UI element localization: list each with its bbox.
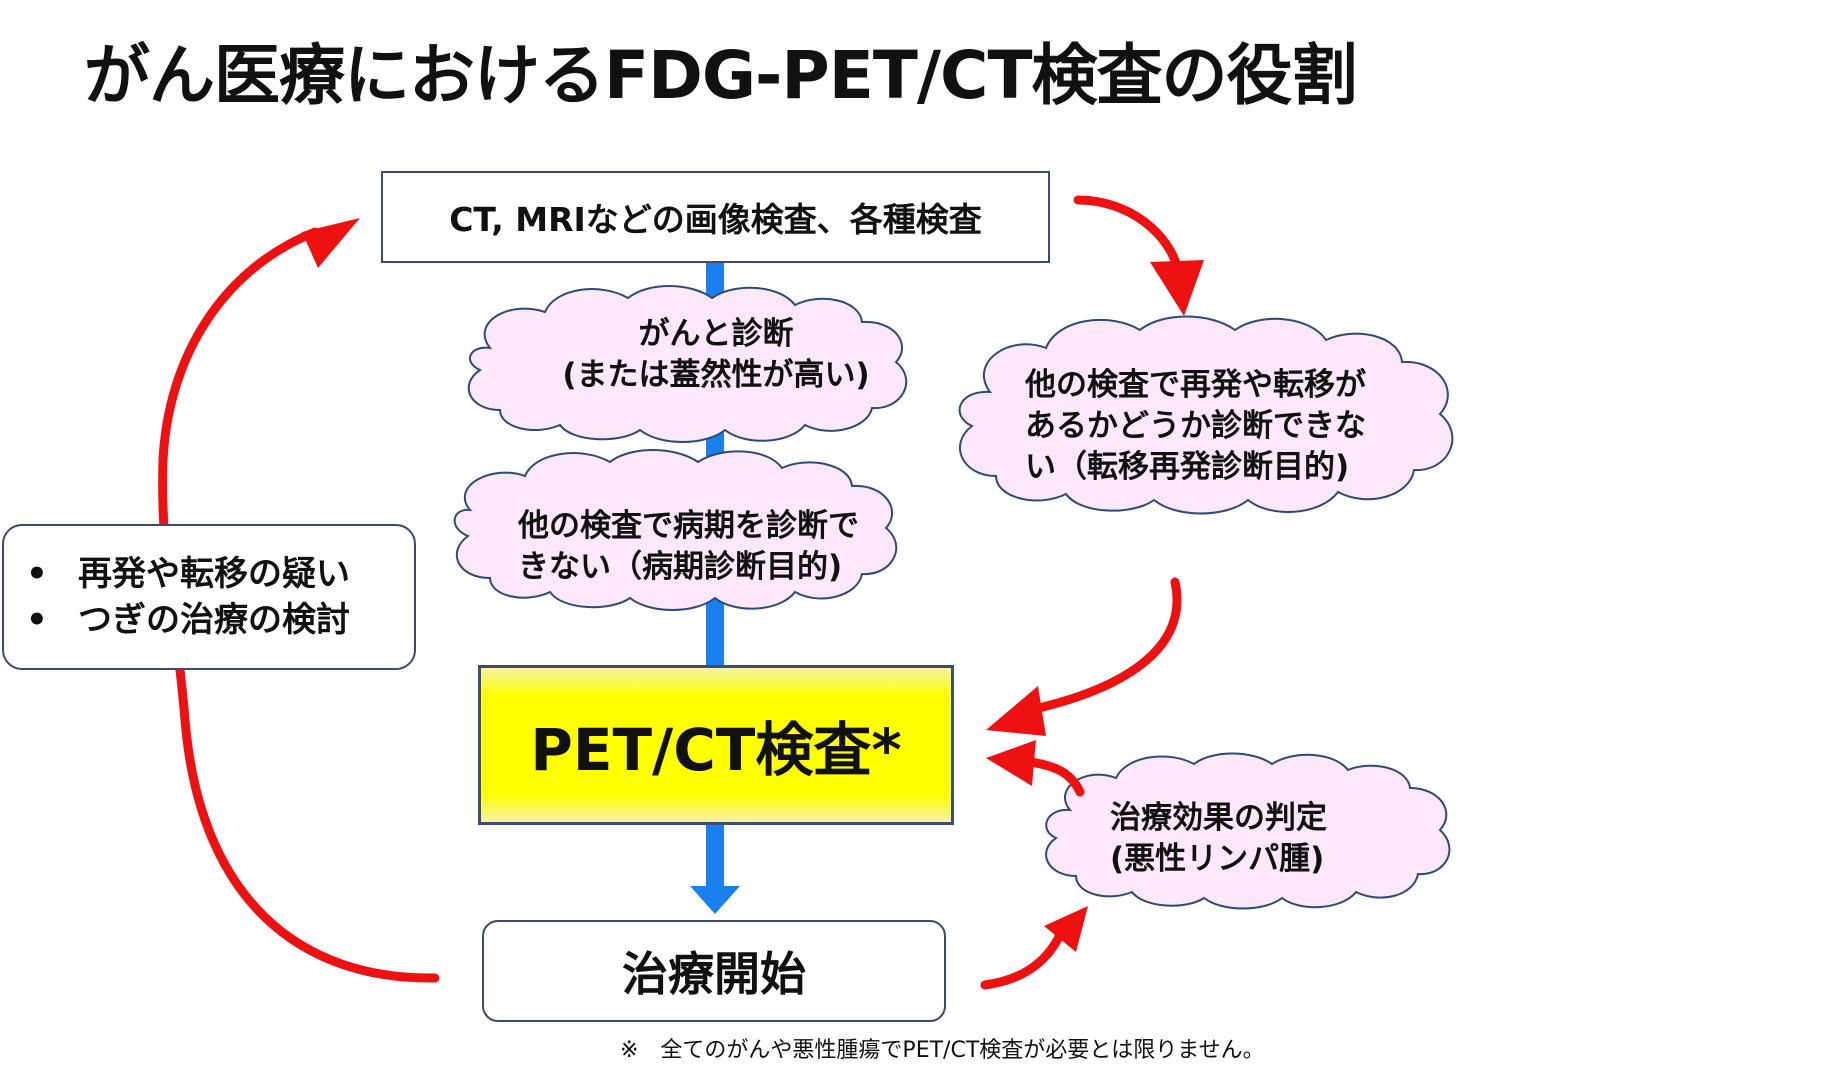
cloud-diagnosis: [467, 285, 908, 443]
arrow-recurrence-to-pet: [1025, 577, 1182, 715]
list-item: • 再発や転移の疑い: [26, 551, 350, 597]
cloud-staging-line2: きない（病期診断目的): [518, 549, 843, 585]
cloud-diagnosis-line1: がんと診断: [638, 316, 794, 352]
arrowhead-to-response: [1044, 906, 1088, 952]
arrowhead-response-to-pet: [986, 740, 1036, 786]
list-item-text: 再発や転移の疑い: [78, 554, 350, 594]
bullet-icon: •: [26, 600, 48, 640]
arrowhead-to-imaging: [302, 218, 360, 268]
cloud-response-text: 治療効果の判定 (悪性リンパ腫): [1110, 798, 1327, 880]
imaging-exam-box: CT, MRIなどの画像検査、各種検査: [381, 171, 1050, 263]
cloud-staging: [453, 449, 898, 611]
cloud-response: [1045, 752, 1451, 910]
page-title: がん医療におけるFDG-PET/CT検査の役割: [84, 37, 1357, 114]
cloud-diagnosis-text: がんと診断 (または蓋然性が高い): [548, 314, 884, 396]
cloud-recurrence-line2: あるかどうか診断できな: [1025, 408, 1366, 444]
cloud-diagnosis-line2: (または蓋然性が高い): [562, 357, 870, 393]
arrow-treatment-to-response: [980, 930, 1065, 990]
arrowhead-recurrence-to-pet: [986, 686, 1046, 736]
pet-ct-box: PET/CT検査*: [478, 665, 954, 825]
cloud-staging-text: 他の検査で病期を診断で きない（病期診断目的): [518, 506, 859, 588]
footnote: ※ 全てのがんや悪性腫瘍でPET/CT検査が必要とは限りません。: [620, 1038, 1265, 1063]
cloud-response-line2: (悪性リンパ腫): [1110, 841, 1325, 877]
cloud-recurrence: [958, 315, 1454, 515]
list-item-text: つぎの治療の検討: [78, 600, 350, 640]
cloud-recurrence-line3: い（転移再発診断目的): [1025, 449, 1350, 485]
cloud-staging-line1: 他の検査で病期を診断で: [518, 508, 859, 544]
treatment-start-label: 治療開始: [622, 947, 806, 1001]
arrow-imaging-to-recurrence: [1073, 195, 1183, 275]
imaging-exam-label: CT, MRIなどの画像検査、各種検査: [449, 200, 982, 239]
flow-arrowhead-blue: [690, 886, 740, 914]
cloud-response-line1: 治療効果の判定: [1110, 800, 1327, 836]
bullet-icon: •: [26, 554, 48, 594]
reevaluation-box: • 再発や転移の疑い • つぎの治療の検討: [2, 524, 416, 670]
cloud-recurrence-line1: 他の検査で再発や転移が: [1025, 367, 1366, 403]
arrowhead-to-recurrence: [1150, 260, 1204, 316]
treatment-start-box: 治療開始: [482, 920, 946, 1022]
cloud-recurrence-text: 他の検査で再発や転移が あるかどうか診断できな い（転移再発診断目的): [1025, 365, 1366, 488]
pet-ct-label: PET/CT検査*: [530, 716, 902, 784]
arrow-response-to-pet: [1025, 757, 1085, 797]
list-item: • つぎの治療の検討: [26, 597, 350, 643]
